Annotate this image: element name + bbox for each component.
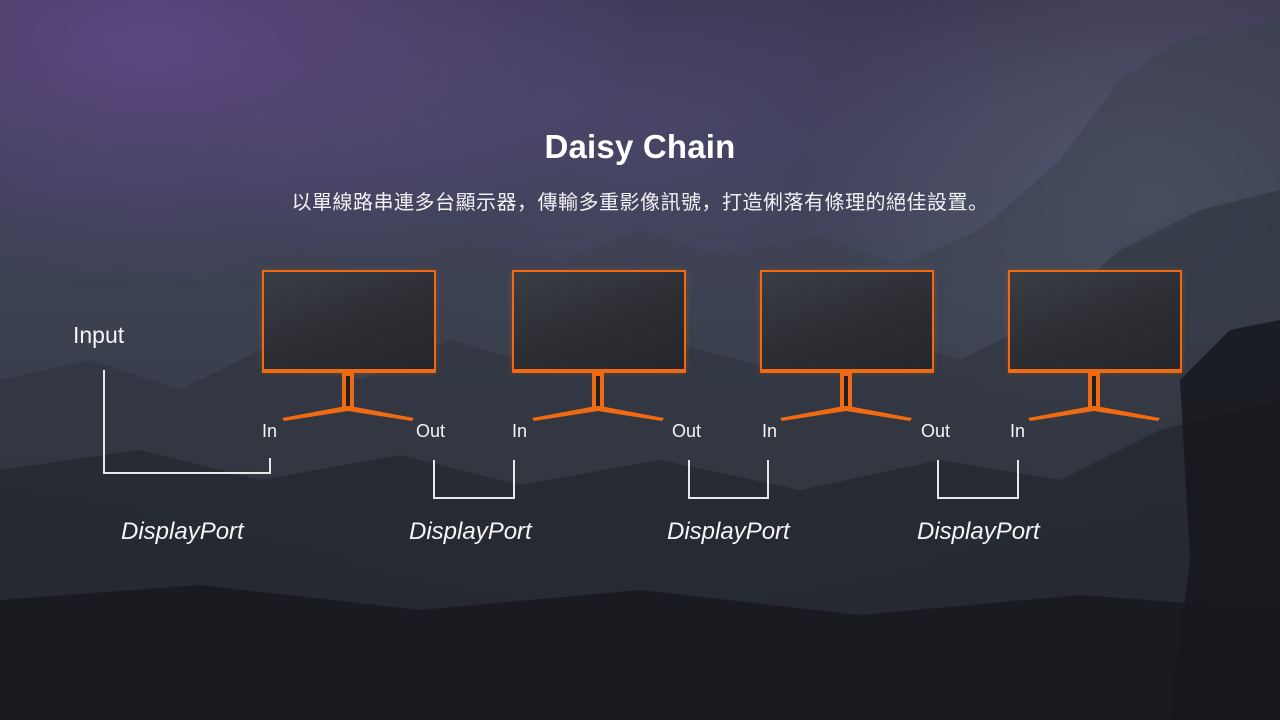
monitor-4	[1008, 270, 1182, 425]
monitor-3	[760, 270, 934, 425]
input-cable-line	[103, 370, 271, 474]
port-out-label-2: Out	[672, 421, 702, 441]
port-out-label-3: Out	[921, 421, 951, 441]
monitor-screen	[760, 270, 934, 373]
monitor-stand-base	[1028, 406, 1160, 421]
monitor-stand-base	[282, 406, 414, 421]
displayport-label-3: DisplayPort	[667, 518, 790, 545]
port-in-label-1: In	[262, 421, 278, 441]
displayport-cable-line-2	[688, 460, 769, 499]
port-in-label-3: In	[762, 421, 778, 441]
displayport-cable-line-3	[937, 460, 1019, 499]
monitor-stand-base	[532, 406, 664, 421]
diagram-subtitle: 以單線路串連多台顯示器，傳輸多重影像訊號，打造俐落有條理的絕佳設置。	[291, 190, 989, 214]
port-out-label-1: Out	[416, 421, 446, 441]
monitor-2	[512, 270, 686, 425]
displayport-cable-line-1	[433, 460, 515, 499]
monitor-1	[262, 270, 436, 425]
port-in-label-2: In	[512, 421, 528, 441]
diagram-title: Daisy Chain	[544, 128, 736, 165]
displayport-label-1: DisplayPort	[121, 518, 244, 545]
input-label: Input	[73, 322, 125, 348]
displayport-label-4: DisplayPort	[917, 518, 1040, 545]
port-in-label-4: In	[1010, 421, 1026, 441]
monitor-stand-base	[780, 406, 912, 421]
monitor-screen	[262, 270, 436, 373]
displayport-label-2: DisplayPort	[409, 518, 532, 545]
